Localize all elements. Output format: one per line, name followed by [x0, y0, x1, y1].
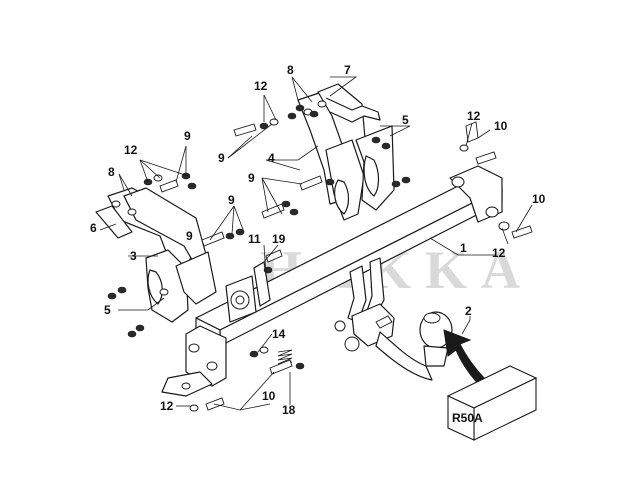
callout-9-c: 9 [248, 171, 255, 185]
tow-ball-neck [334, 257, 453, 381]
callout-9-d: 9 [228, 193, 235, 207]
callout-12-e: 12 [160, 399, 174, 413]
reference-box-label: R50A [452, 411, 483, 425]
right-side-bracket [297, 83, 395, 221]
callout-4: 4 [268, 151, 275, 165]
callout-11: 11 [248, 232, 261, 246]
callout-9-b: 9 [218, 151, 225, 165]
socket-bracket [225, 261, 271, 323]
callout-5-left: 5 [104, 303, 111, 317]
callout-12-c: 12 [467, 109, 481, 123]
callout-3: 3 [130, 249, 137, 263]
callout-12-d: 12 [492, 246, 506, 260]
callout-10-b: 10 [532, 192, 546, 206]
leader-lines [99, 76, 533, 411]
callout-14: 14 [272, 327, 286, 341]
nuts-washers-group [107, 104, 510, 412]
callout-1: 1 [460, 241, 467, 255]
reference-arrow [443, 329, 489, 391]
callout-labels: 1 2 3 4 5 5 6 7 8 8 9 9 9 9 9 10 10 10 1… [90, 63, 546, 417]
callout-7: 7 [344, 63, 351, 77]
callout-10-a: 10 [494, 119, 508, 133]
callout-19: 19 [272, 232, 286, 246]
callout-6: 6 [90, 221, 97, 235]
callout-9-e: 9 [186, 229, 193, 243]
reference-box: R50A [446, 365, 538, 441]
bolts-group [159, 121, 533, 411]
callout-10-c: 10 [262, 389, 276, 403]
callout-2: 2 [465, 304, 472, 318]
callout-18: 18 [282, 403, 296, 417]
callout-8-top: 8 [287, 63, 294, 77]
callout-12-a: 12 [124, 143, 138, 157]
callout-12-b: 12 [254, 79, 268, 93]
callout-9-a: 9 [184, 129, 191, 143]
left-side-bracket [95, 187, 217, 323]
callout-8-left: 8 [108, 165, 115, 179]
callout-5-right: 5 [402, 113, 409, 127]
